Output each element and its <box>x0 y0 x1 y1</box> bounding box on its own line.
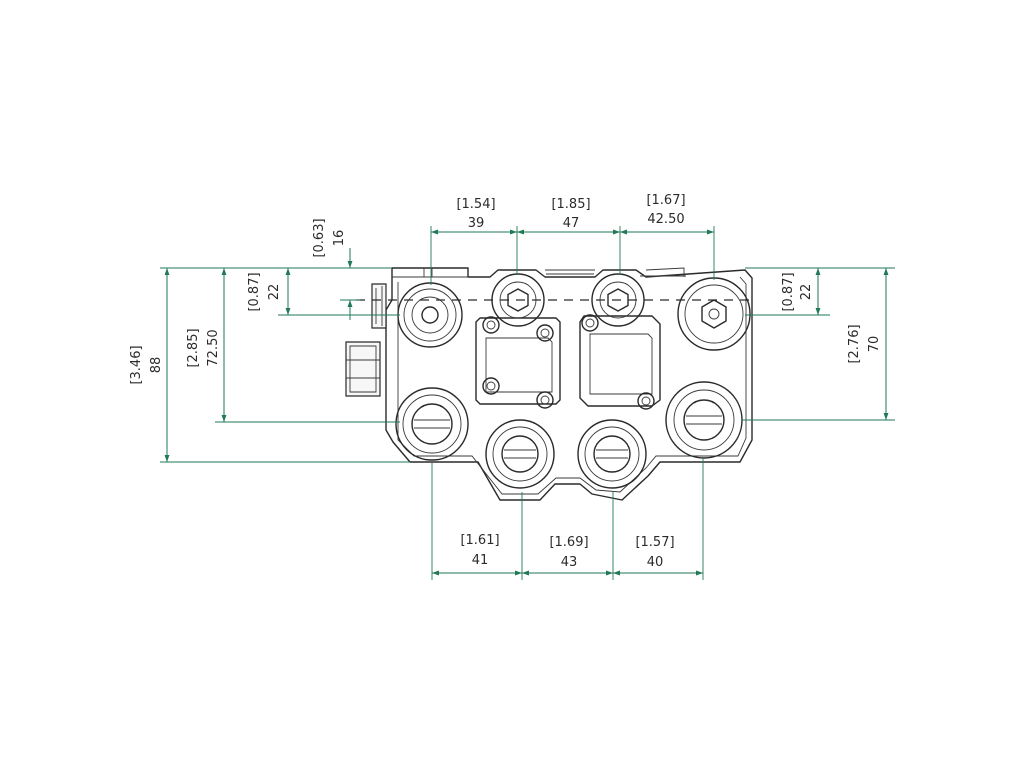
dimension-labels: [1.54] 39 [1.85] 47 [1.67] 42.50 [1.61] … <box>129 193 882 570</box>
dim-bottom-2-mm: 43 <box>561 555 578 570</box>
dimension-lines <box>164 229 889 576</box>
dim-left-top-offset-mm: 16 <box>332 230 347 247</box>
dim-right-ports-inch: [2.76] <box>847 324 862 363</box>
dim-top-3-inch: [1.67] <box>646 193 685 208</box>
dim-right-port-offset-inch: [0.87] <box>781 272 796 311</box>
dim-bottom-3-inch: [1.57] <box>635 535 674 550</box>
port-bottom-center-right <box>577 419 647 489</box>
dim-left-overall-mm: 88 <box>149 357 164 374</box>
cover-plate-right <box>579 315 661 407</box>
dim-left-top-offset-inch: [0.63] <box>312 218 327 257</box>
dim-top-1-mm: 39 <box>468 216 485 231</box>
dim-top-1-inch: [1.54] <box>456 197 495 212</box>
port-top-left <box>397 282 463 348</box>
dim-left-port-offset-mm: 22 <box>267 284 282 301</box>
valve-body <box>345 267 753 501</box>
dim-left-ports-inch: [2.85] <box>186 328 201 367</box>
port-bottom-center-left <box>485 419 555 489</box>
dim-right-ports-mm: 70 <box>867 336 882 353</box>
dim-left-overall-inch: [3.46] <box>129 345 144 384</box>
dim-bottom-2-inch: [1.69] <box>549 535 588 550</box>
port-bottom-right <box>665 381 743 459</box>
dim-bottom-1-mm: 41 <box>472 553 489 568</box>
dim-left-ports-mm: 72.50 <box>206 329 221 366</box>
body-outline <box>385 267 753 501</box>
port-top-right <box>677 277 751 351</box>
cover-plate-left <box>475 317 561 405</box>
dim-right-port-offset-mm: 22 <box>799 284 814 301</box>
plate-bolts <box>482 314 655 410</box>
dim-top-2-inch: [1.85] <box>551 197 590 212</box>
side-fitting-lower <box>345 341 381 397</box>
dim-bottom-1-inch: [1.61] <box>460 533 499 548</box>
dim-left-port-offset-inch: [0.87] <box>247 272 262 311</box>
dim-top-2-mm: 47 <box>563 216 580 231</box>
dim-top-3-mm: 42.50 <box>647 212 684 227</box>
side-fitting-upper <box>371 283 387 329</box>
extension-lines <box>160 226 895 580</box>
port-bottom-left <box>395 387 469 461</box>
dim-bottom-3-mm: 40 <box>647 555 664 570</box>
